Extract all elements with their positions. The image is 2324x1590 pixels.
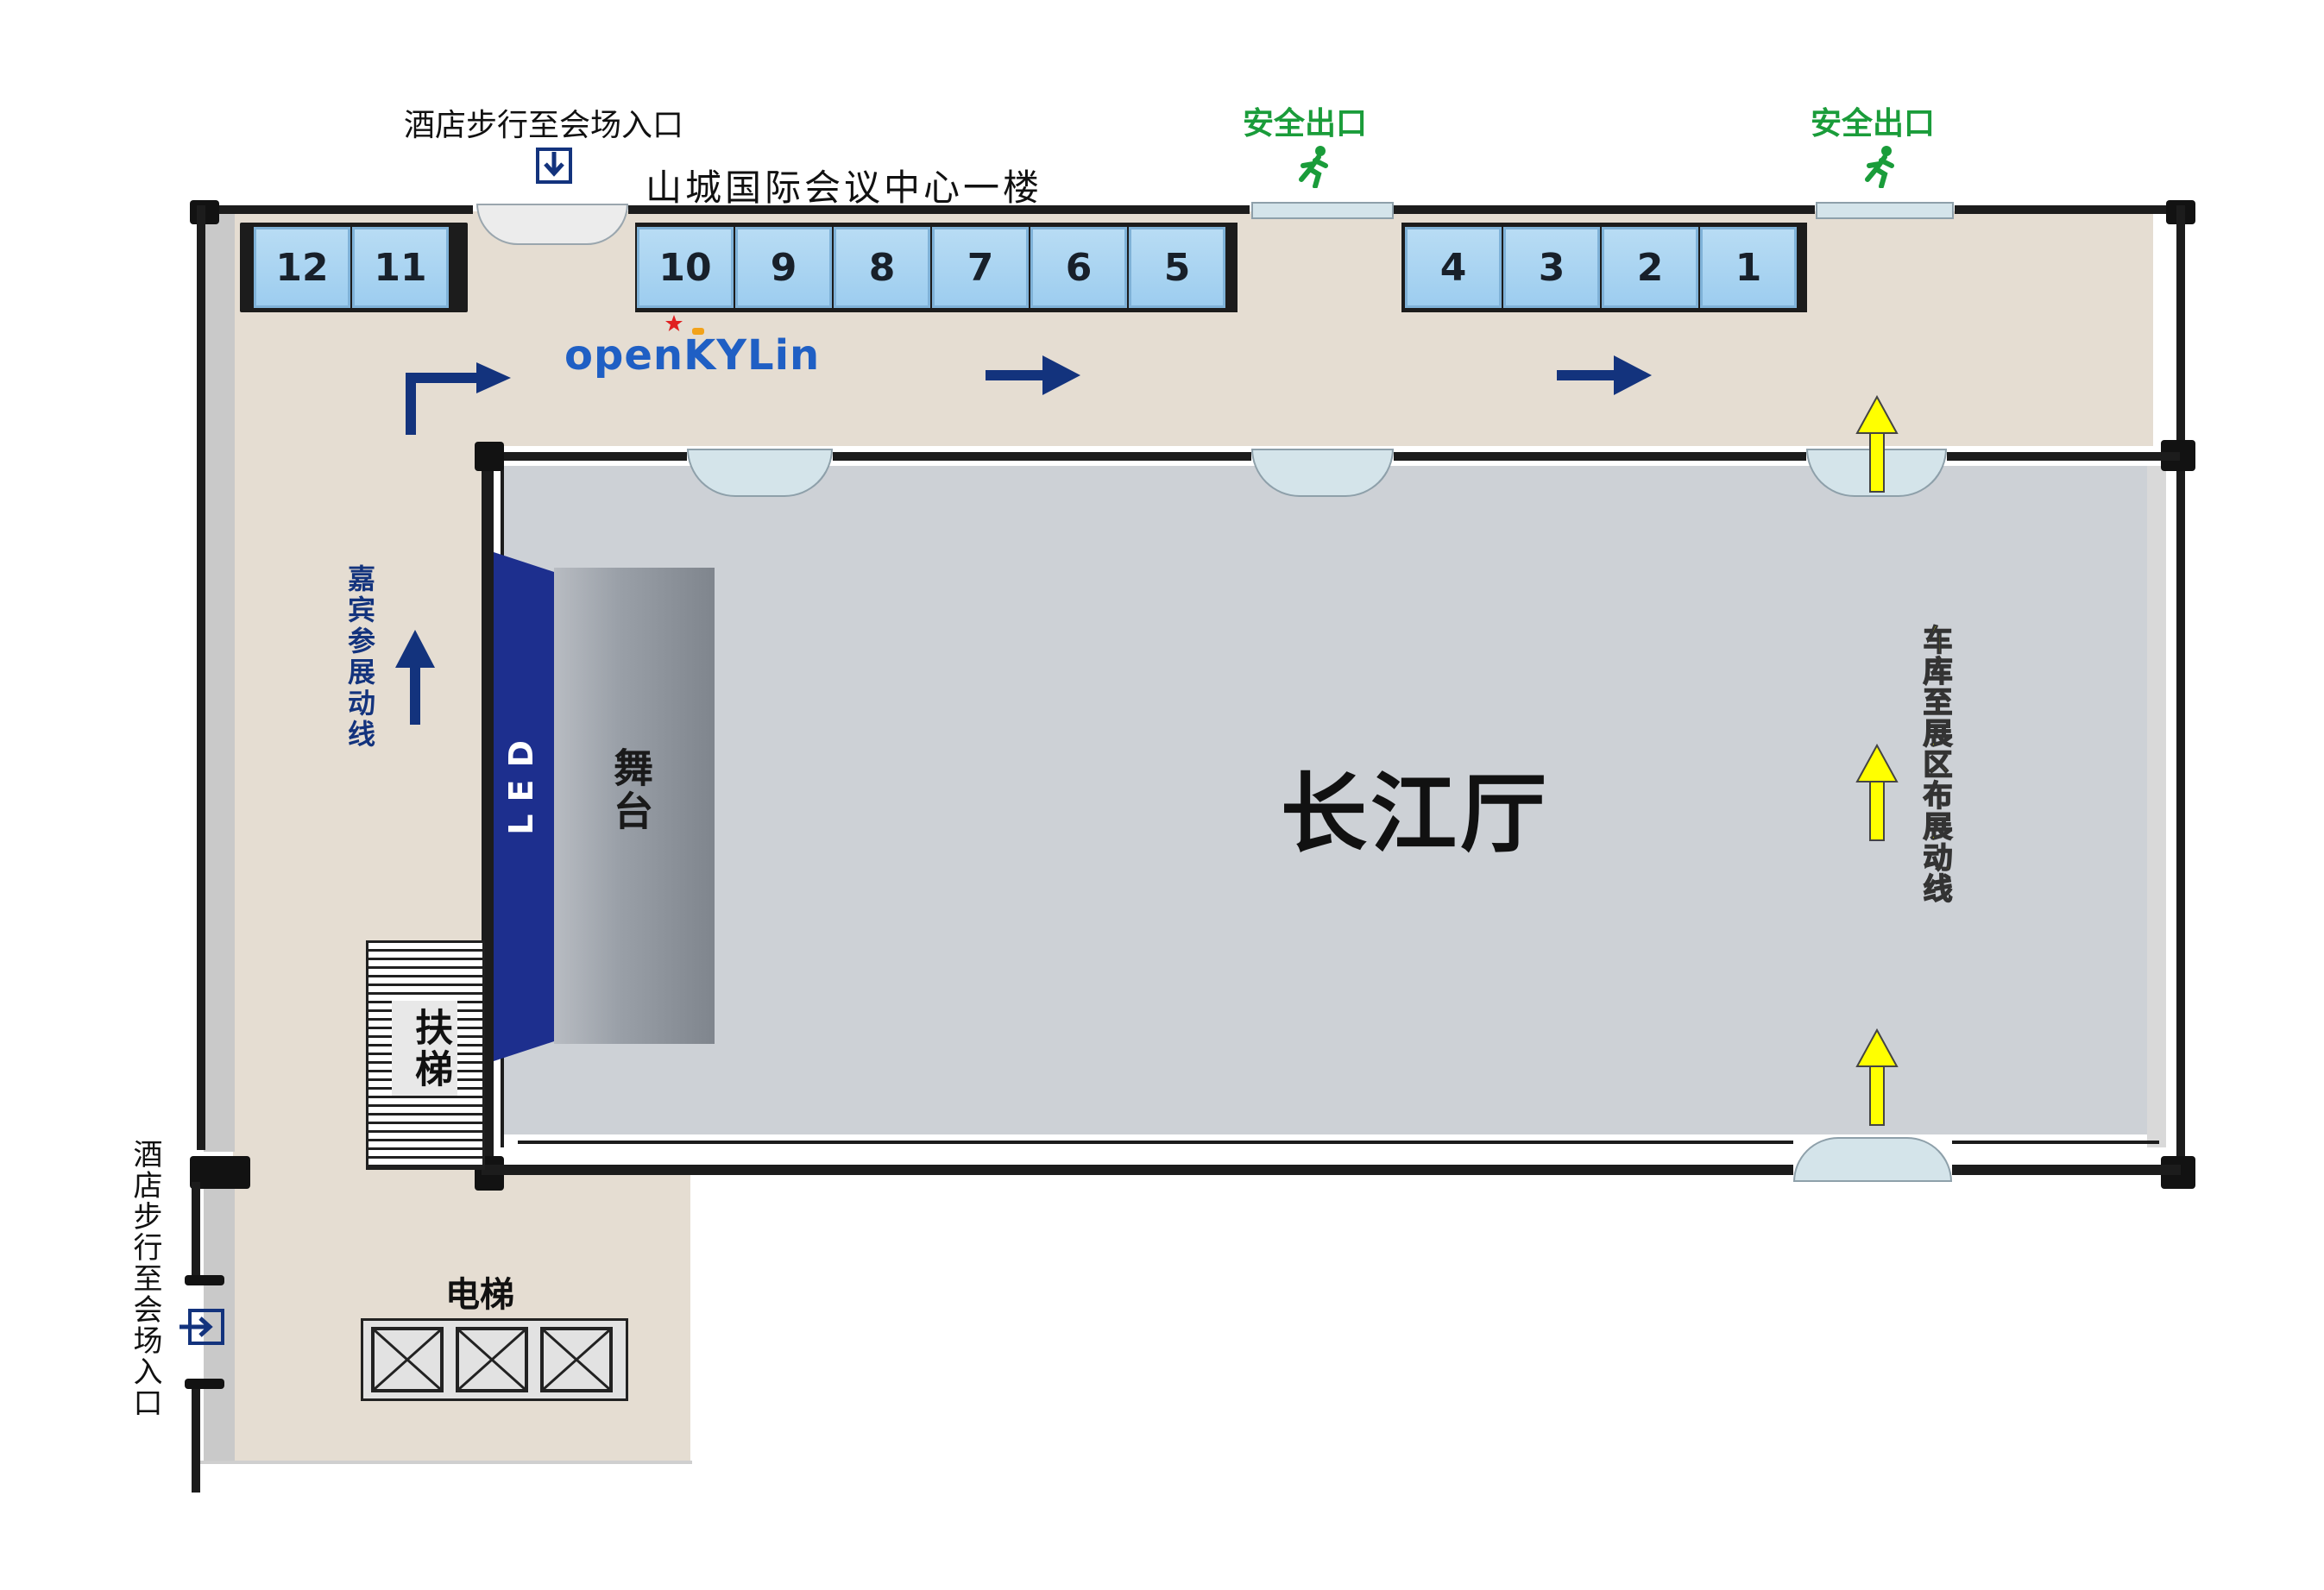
- left-lower-wall-a: [192, 1182, 200, 1281]
- right-arrow-icon: [1557, 355, 1652, 395]
- elevator-label: 电梯: [445, 1275, 514, 1315]
- booth-2[interactable]: 2: [1602, 227, 1698, 308]
- running-man-exit-icon: [1294, 145, 1332, 189]
- booth-12[interactable]: 12: [254, 227, 350, 308]
- logo-orange-accent: [692, 328, 704, 335]
- elevator-car[interactable]: [456, 1327, 528, 1392]
- turn-right-arrow-icon: [404, 362, 511, 435]
- top-wall-left: [197, 205, 473, 214]
- booth-3[interactable]: 3: [1503, 227, 1600, 308]
- up-arrow-icon: [395, 630, 435, 725]
- garage-route-label: 车库至展区布展动线: [1917, 624, 1953, 905]
- entrance-right-arrow-icon: [178, 1308, 226, 1346]
- exit-door-2[interactable]: [1816, 202, 1954, 219]
- top-wall-middle: [628, 205, 1250, 214]
- left-lower-wall-b: [192, 1385, 200, 1493]
- hall-top-wall-b: [833, 452, 1251, 461]
- lobby-bottom-edge: [200, 1461, 692, 1464]
- corner-post: [185, 1275, 224, 1285]
- yellow-up-arrow-icon: [1855, 743, 1899, 842]
- right-wall: [2176, 205, 2185, 1185]
- hall-name: 长江厅: [1281, 764, 1550, 864]
- exit-label: 安全出口: [1243, 106, 1368, 141]
- right-arrow-icon: [986, 355, 1080, 395]
- led-screen: [494, 552, 556, 1061]
- hall-inner-strip: [2147, 466, 2166, 1147]
- booth-1[interactable]: 1: [1700, 227, 1797, 308]
- booth-8[interactable]: 8: [834, 227, 930, 308]
- red-star-icon: [664, 314, 683, 333]
- entrance-down-arrow-icon: [535, 147, 573, 185]
- escalator-label: 扶梯: [408, 1008, 452, 1090]
- corner-post: [185, 1379, 224, 1389]
- hall-bottom-wall-a: [482, 1165, 1793, 1175]
- top-wall-right-a: [1394, 205, 1815, 214]
- hall-top-wall-c: [1394, 452, 1806, 461]
- escalator-label-box: [392, 1001, 457, 1096]
- stage-label: 舞台: [608, 747, 654, 833]
- hall-top-wall-a: [482, 452, 687, 461]
- openkylin-logo: openKYLin: [564, 331, 820, 380]
- booth-10[interactable]: 10: [637, 227, 734, 308]
- booth-4[interactable]: 4: [1405, 227, 1502, 308]
- booth-7[interactable]: 7: [932, 227, 1029, 308]
- hall-door-2[interactable]: [1251, 449, 1394, 497]
- logo-open-text: open: [564, 331, 684, 380]
- hall-bottom-wall-b: [1952, 1165, 2181, 1175]
- left-strip: [204, 211, 235, 1152]
- hall-top-wall-d: [1947, 452, 2180, 461]
- top-entrance-door[interactable]: [476, 204, 628, 245]
- booth-9[interactable]: 9: [735, 227, 832, 308]
- elevator-car[interactable]: [540, 1327, 613, 1392]
- hall-bottom-inner-line: [518, 1141, 1793, 1144]
- left-wall: [197, 205, 205, 1150]
- exit-door-1[interactable]: [1251, 202, 1394, 219]
- elevator-car[interactable]: [371, 1327, 444, 1392]
- top-wall-right-b: [1955, 205, 2189, 214]
- led-label: LED: [502, 728, 540, 835]
- exit-label: 安全出口: [1811, 106, 1936, 141]
- floor-title: 山城国际会议中心一楼: [646, 167, 1043, 209]
- lower-left-strip: [204, 1169, 235, 1462]
- stage: [554, 568, 715, 1044]
- yellow-up-arrow-icon: [1855, 394, 1899, 493]
- corner-post: [475, 442, 504, 471]
- yellow-up-arrow-icon: [1855, 1028, 1899, 1127]
- top-entrance-label: 酒店步行至会场入口: [404, 108, 684, 143]
- booth-6[interactable]: 6: [1030, 227, 1127, 308]
- booth-11[interactable]: 11: [352, 227, 449, 308]
- lower-lobby: [233, 1169, 690, 1462]
- booth-5[interactable]: 5: [1129, 227, 1225, 308]
- left-entrance-label: 酒店步行至会场入口: [128, 1139, 162, 1418]
- hall-bottom-door[interactable]: [1793, 1137, 1952, 1182]
- logo-kylin-text: KYLin: [683, 331, 821, 380]
- running-man-exit-icon: [1861, 145, 1899, 189]
- hall-bottom-inner-line: [1952, 1141, 2159, 1144]
- guest-route-label: 嘉宾参展动线: [343, 564, 376, 751]
